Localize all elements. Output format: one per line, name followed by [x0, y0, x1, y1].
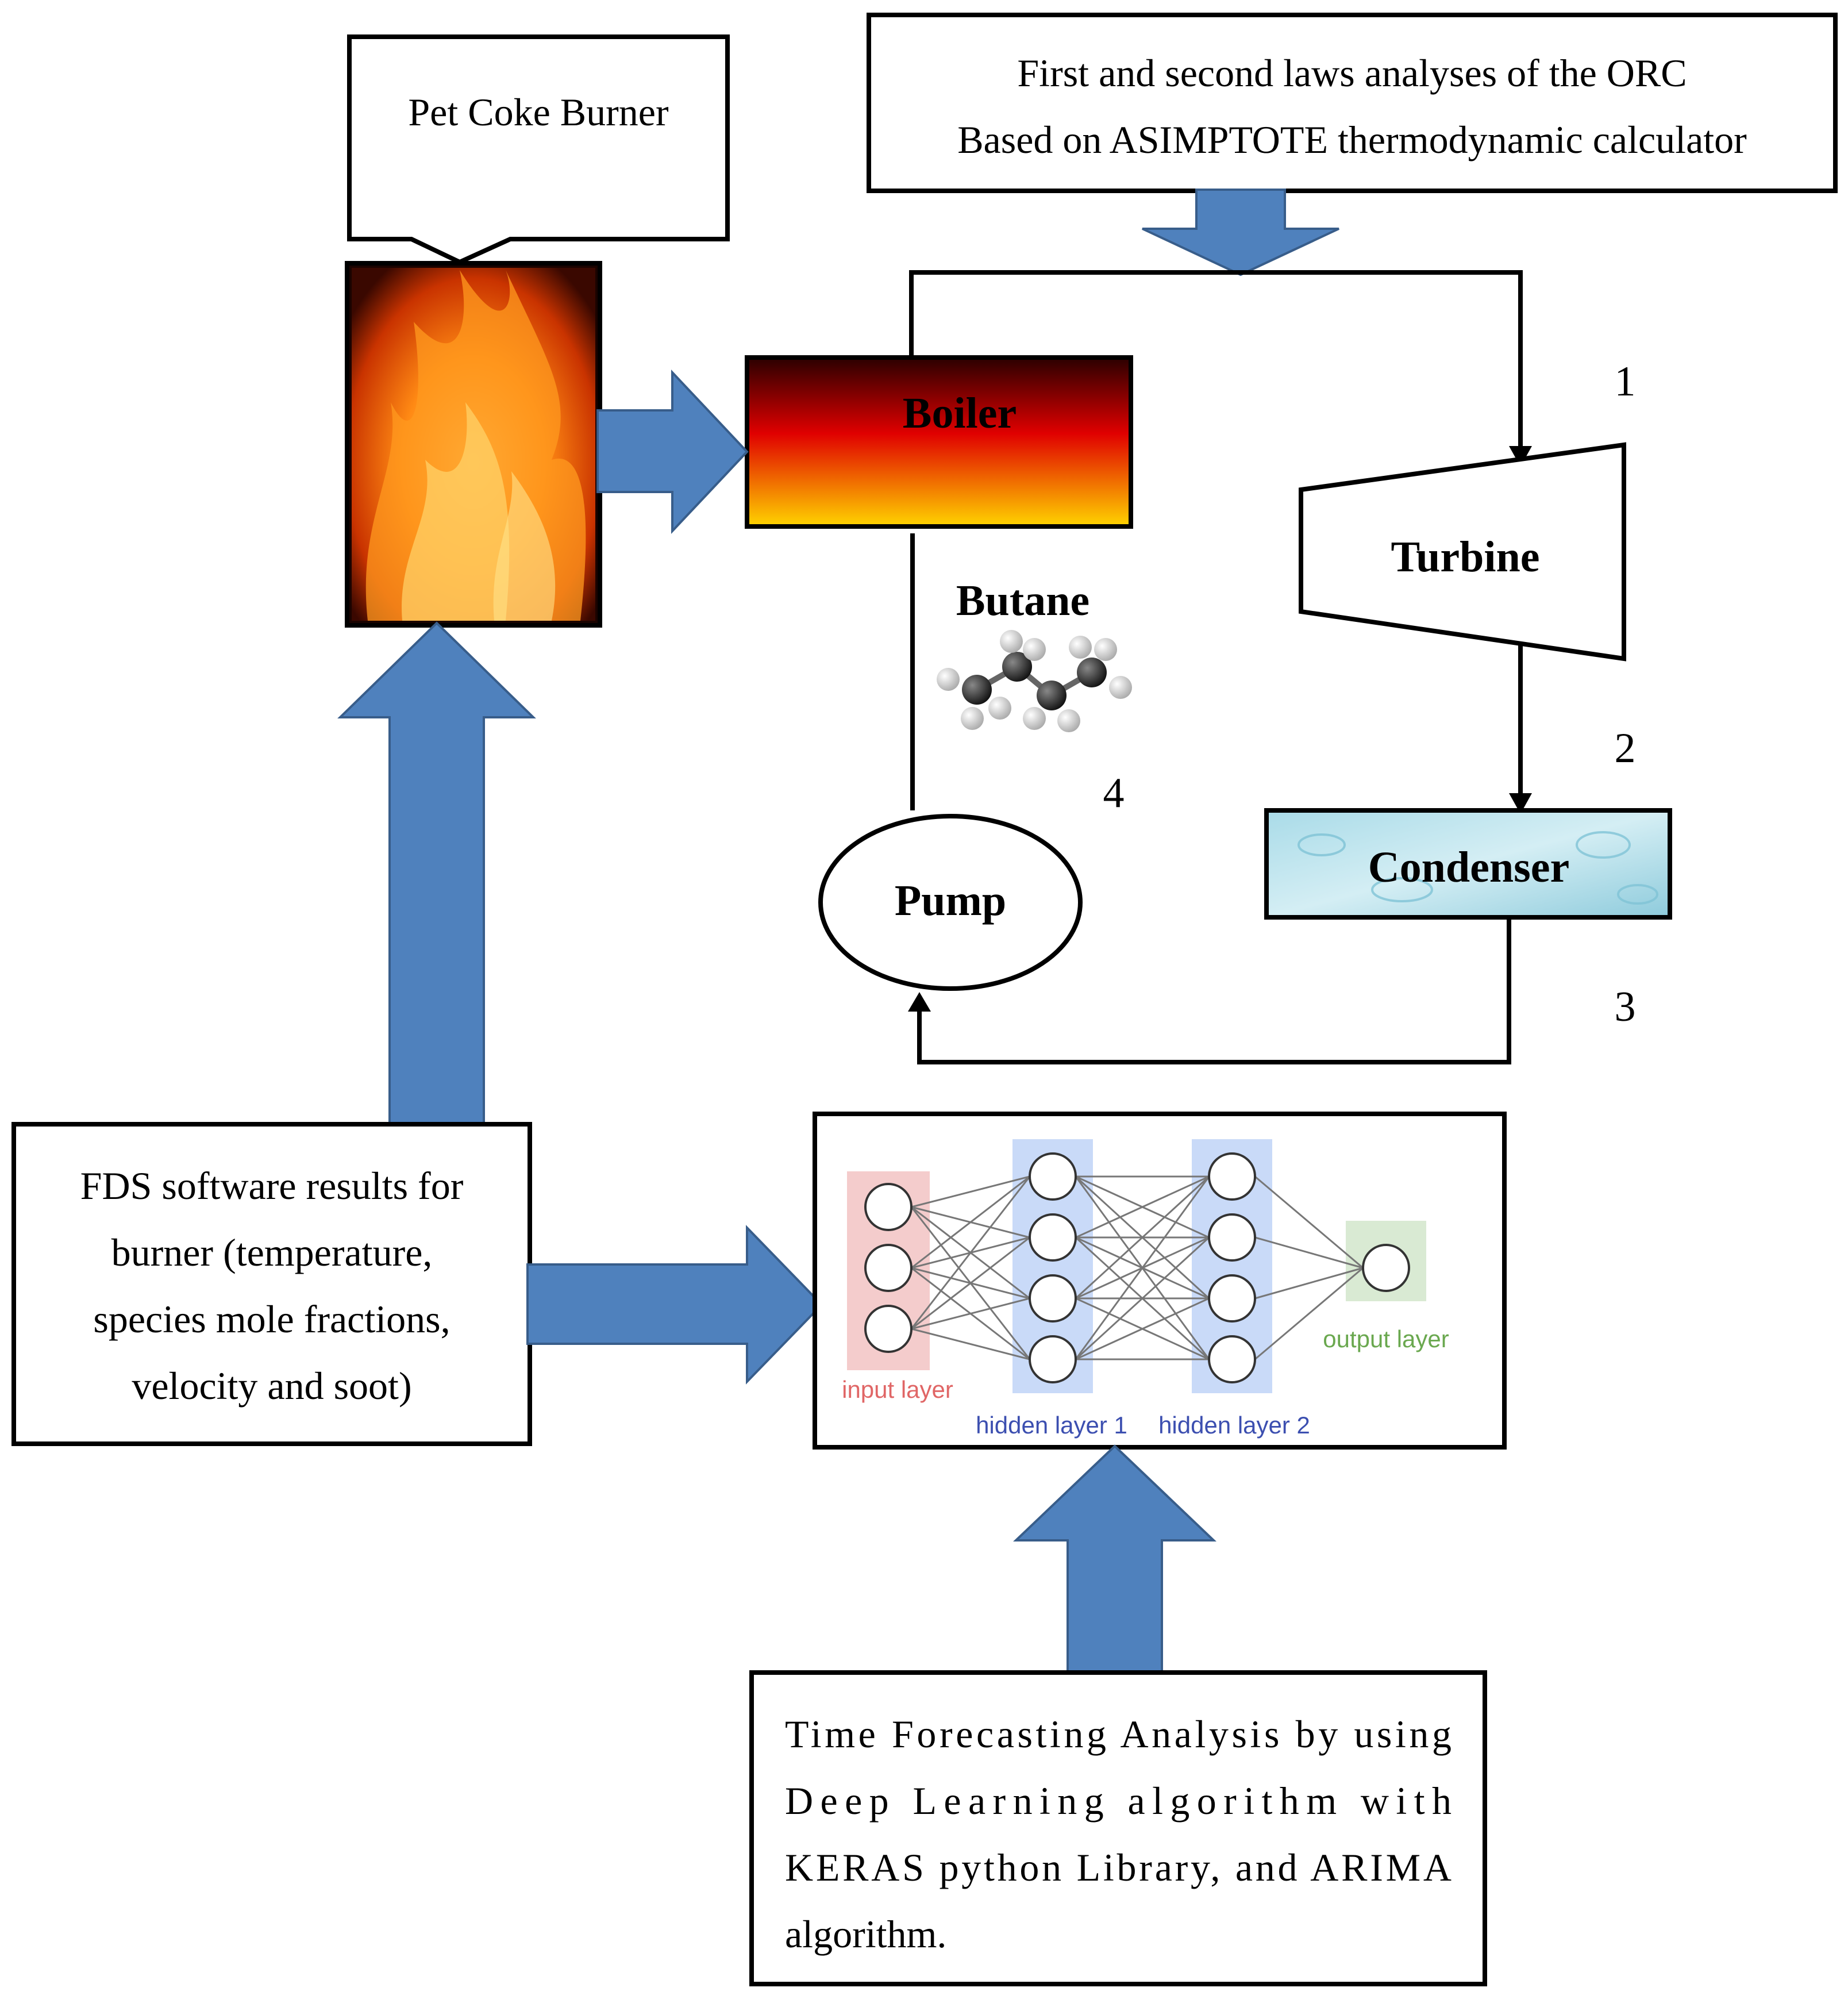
hidden-layer-1-label: hidden layer 1 [976, 1412, 1127, 1439]
network-node-layer-2 [1029, 1274, 1077, 1323]
forecasting-box [749, 1670, 1487, 1986]
network-edge [1075, 1236, 1210, 1360]
network-node-layer-2 [1029, 1213, 1077, 1262]
fds-line1: FDS software results for [80, 1164, 464, 1208]
condenser-label: Condenser [1368, 843, 1569, 891]
state-point-3: 3 [1615, 983, 1636, 1031]
network-node-layer-2 [1029, 1152, 1077, 1201]
network-edge [1254, 1236, 1364, 1269]
network-edge [911, 1175, 1030, 1269]
forecasting-line4: algorithm. [785, 1912, 946, 1956]
fds-to-burner-arrow [337, 621, 536, 1125]
network-node-layer-2 [1029, 1335, 1077, 1383]
fire-image [345, 261, 602, 628]
network-node-layer-3 [1208, 1335, 1256, 1383]
pump [818, 814, 1083, 991]
pet-coke-burner-callout [347, 34, 730, 265]
network-node-layer-3 [1208, 1213, 1256, 1262]
network-node-layer-4 [1362, 1244, 1410, 1292]
hidden-layer-2-label: hidden layer 2 [1158, 1412, 1310, 1439]
flow-arrowhead-pump-in [908, 992, 931, 1012]
network-nodes [864, 1152, 1410, 1383]
network-node-layer-1 [864, 1183, 913, 1231]
thermo-analysis-box [867, 13, 1838, 193]
network-edge [1254, 1267, 1364, 1300]
pet-coke-burner-label: Pet Coke Burner [408, 90, 669, 134]
thermo-analysis-line2: Based on ASIMPTOTE thermodynamic calcula… [957, 118, 1747, 162]
network-edge [911, 1297, 1030, 1330]
fire-to-boiler-arrow [596, 369, 749, 535]
boiler [745, 355, 1133, 529]
network-node-layer-1 [864, 1305, 913, 1353]
flow-arrowhead-condenser-in [1509, 793, 1532, 814]
network-edge [1075, 1176, 1210, 1360]
network-edge [1075, 1175, 1210, 1300]
cycle-piping [909, 270, 1523, 1064]
fds-line4: velocity and soot) [132, 1364, 411, 1408]
flow-arrowhead-turbine-in [1509, 446, 1532, 467]
state-point-2: 2 [1615, 725, 1636, 772]
turbine [1299, 442, 1626, 662]
network-connections [910, 1175, 1364, 1360]
fds-line3: species mole fractions, [93, 1297, 450, 1341]
thermo-analysis-line1: First and second laws analyses of the OR… [1017, 51, 1687, 95]
butane-molecule-icon [937, 630, 1132, 732]
output-layer-label: output layer [1323, 1325, 1449, 1352]
pump-label: Pump [895, 877, 1006, 925]
state-point-1: 1 [1615, 358, 1636, 405]
boiler-label: Boiler [903, 389, 1017, 437]
butane-label: Butane [956, 576, 1089, 625]
network-edge [911, 1175, 1030, 1208]
forecasting-line2: Deep Learning algorithm with [785, 1779, 1452, 1823]
network-edge [911, 1328, 1030, 1360]
network-node-layer-3 [1208, 1152, 1256, 1201]
forecasting-to-network-arrow [1013, 1444, 1216, 1675]
condenser-texture [1298, 831, 1658, 905]
fds-line2: burner (temperature, [111, 1231, 433, 1274]
forecasting-line3: KERAS python Library, and ARIMA [785, 1846, 1452, 1889]
network-node-layer-3 [1208, 1274, 1256, 1323]
network-edge [910, 1176, 1031, 1329]
fds-results-box [11, 1122, 532, 1446]
turbine-label: Turbine [1391, 533, 1539, 581]
condenser [1264, 808, 1672, 920]
network-edge [1254, 1175, 1364, 1269]
network-edge [1075, 1175, 1210, 1239]
input-layer-label: input layer [842, 1376, 953, 1403]
network-edge [911, 1236, 1030, 1330]
network-edge [1075, 1297, 1210, 1360]
analysis-down-arrow [1142, 189, 1339, 276]
fds-to-network-arrow [526, 1225, 823, 1385]
state-point-4: 4 [1103, 770, 1125, 817]
network-node-layer-1 [864, 1244, 913, 1292]
network-edge [1254, 1267, 1364, 1360]
